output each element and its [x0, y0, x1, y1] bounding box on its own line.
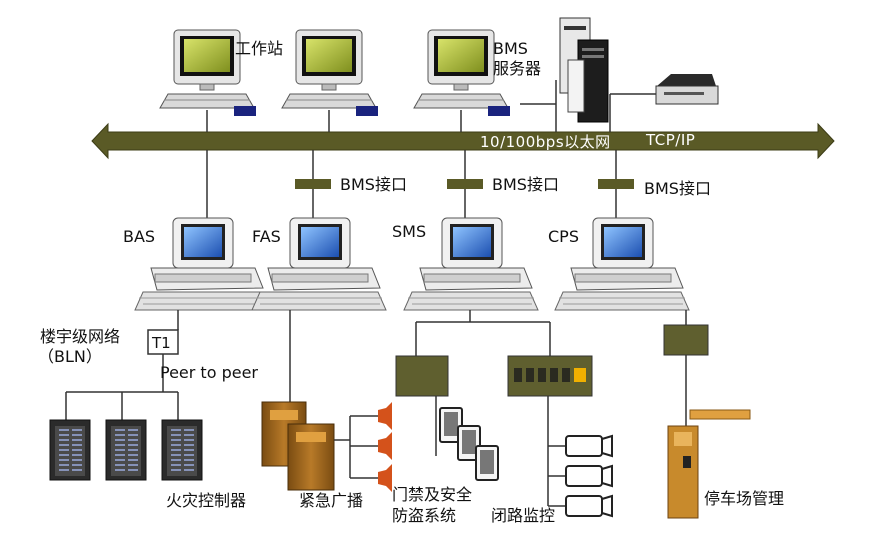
camera-3 — [565, 495, 613, 517]
siren-1 — [378, 402, 392, 430]
bln-label-1: 楼宇级网络 — [40, 327, 121, 346]
bms-interface-cps — [598, 179, 634, 189]
bms-interface-label-fas: BMS接口 — [340, 175, 407, 194]
camera-1 — [565, 435, 613, 457]
bms-server-label-2: 服务器 — [493, 59, 542, 78]
access-label-2: 防盗系统 — [392, 506, 457, 525]
fire-panel-2 — [105, 419, 147, 481]
bas-label: BAS — [123, 227, 156, 246]
parking-gate — [667, 409, 751, 519]
fire-panel-3 — [161, 419, 203, 481]
camera-2 — [565, 465, 613, 487]
network-label: 10/100bps以太网 — [480, 133, 611, 151]
printer — [655, 74, 719, 105]
siren-2 — [378, 432, 392, 460]
workstation-2 — [281, 29, 379, 117]
bln-label-2: （BLN） — [38, 347, 102, 366]
workstation-label: 工作站 — [235, 39, 284, 58]
bms-interface-label-sms: BMS接口 — [492, 175, 559, 194]
access-label-1: 门禁及安全 — [392, 485, 473, 504]
parking-controller — [663, 324, 709, 356]
cps-label: CPS — [548, 227, 579, 246]
access-controller — [395, 355, 449, 397]
peer-to-peer-label: Peer to peer — [160, 363, 258, 382]
fas-label: FAS — [252, 227, 281, 246]
ethernet-bus — [91, 122, 835, 160]
bms-interface-sms — [447, 179, 483, 189]
t1-label: T1 — [152, 334, 171, 352]
bms-server-label-1: BMS — [493, 39, 528, 58]
protocol-label: TCP/IP — [646, 131, 696, 149]
parking-label: 停车场管理 — [704, 489, 785, 508]
bms-interface-label-cps: BMS接口 — [644, 179, 711, 198]
bms-interface-fas — [295, 179, 331, 189]
broadcast-label: 紧急广播 — [299, 491, 364, 510]
siren-3 — [378, 464, 392, 492]
fire-controller-label: 火灾控制器 — [166, 491, 247, 510]
t1-box — [147, 329, 179, 355]
bas-computer — [134, 217, 270, 311]
sms-label: SMS — [392, 222, 427, 241]
card-reader-3 — [475, 445, 499, 481]
cctv-controller — [507, 355, 593, 397]
bms-server-tower — [559, 17, 609, 123]
cctv-label: 闭路监控 — [491, 506, 556, 525]
fire-panel-1 — [49, 419, 91, 481]
broadcast-cabinets — [261, 401, 335, 491]
